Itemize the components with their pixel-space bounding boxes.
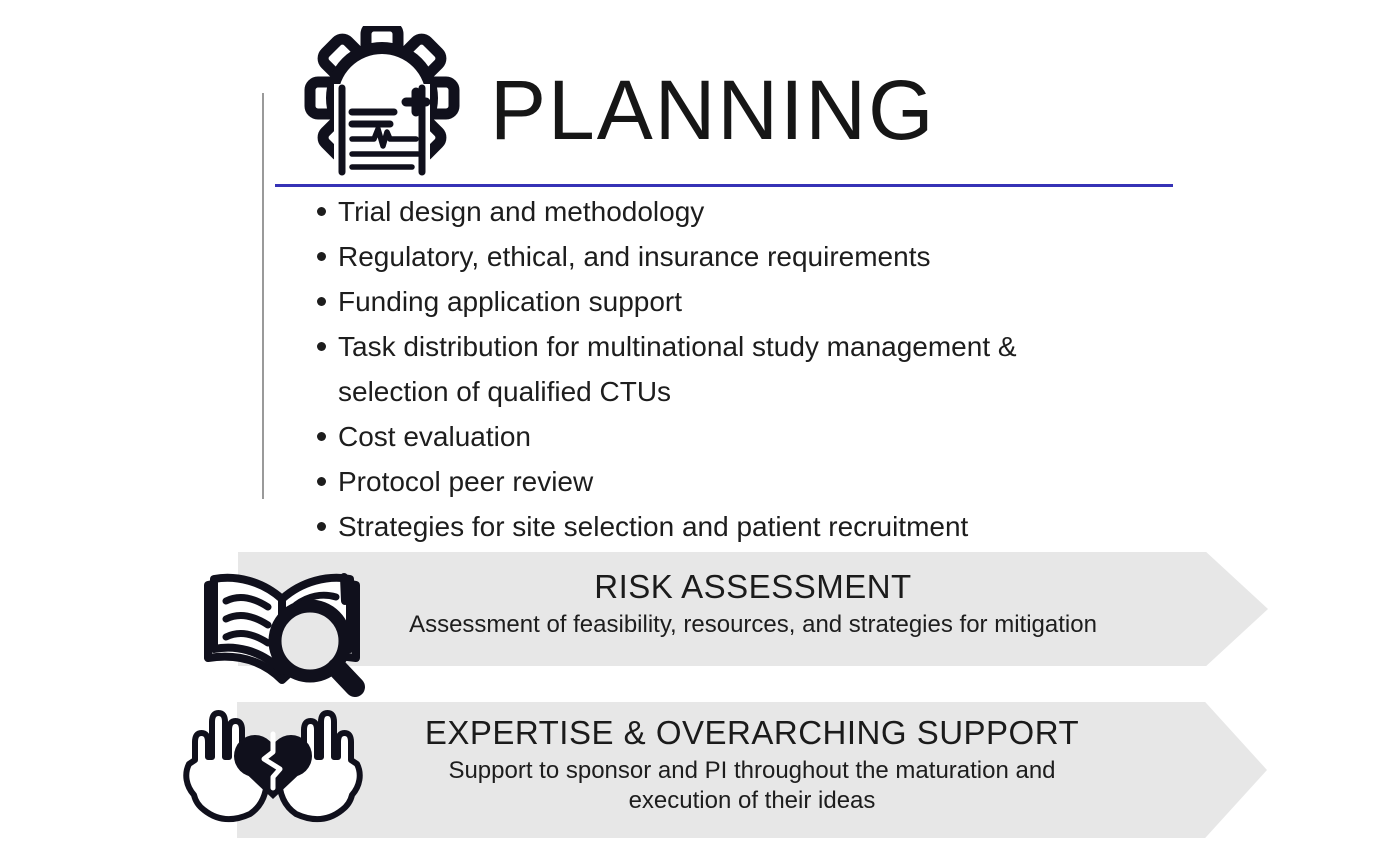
bullet-item: Trial design and methodology	[315, 189, 1115, 234]
book-magnifier-icon	[198, 549, 368, 697]
risk-assessment-title: RISK ASSESSMENT	[594, 568, 912, 605]
planning-bullet-list: Trial design and methodology Regulatory,…	[315, 189, 1115, 549]
title-underline	[275, 184, 1173, 187]
bullet-item: Funding application support	[315, 279, 1115, 324]
left-vertical-rule	[262, 93, 264, 499]
bullet-item: Cost evaluation	[315, 414, 1115, 459]
expertise-support-subtitle: Support to sponsor and PI throughout the…	[448, 757, 1056, 814]
bullet-item: Strategies for site selection and patien…	[315, 504, 1115, 549]
expertise-support-title: EXPERTISE & OVERARCHING SUPPORT	[424, 714, 1080, 751]
expertise-support-banner: EXPERTISE & OVERARCHING SUPPORT Support …	[237, 702, 1267, 838]
bullet-item: Task distribution for multinational stud…	[315, 324, 1115, 414]
risk-assessment-banner: RISK ASSESSMENT Assessment of feasibilit…	[238, 552, 1268, 666]
gear-document-icon	[298, 26, 466, 176]
bullet-item: Protocol peer review	[315, 459, 1115, 504]
planning-section-title: PLANNING	[490, 63, 936, 157]
bullet-item: Regulatory, ethical, and insurance requi…	[315, 234, 1115, 279]
risk-assessment-subtitle: Assessment of feasibility, resources, an…	[409, 611, 1097, 638]
hands-heart-icon	[180, 700, 366, 836]
